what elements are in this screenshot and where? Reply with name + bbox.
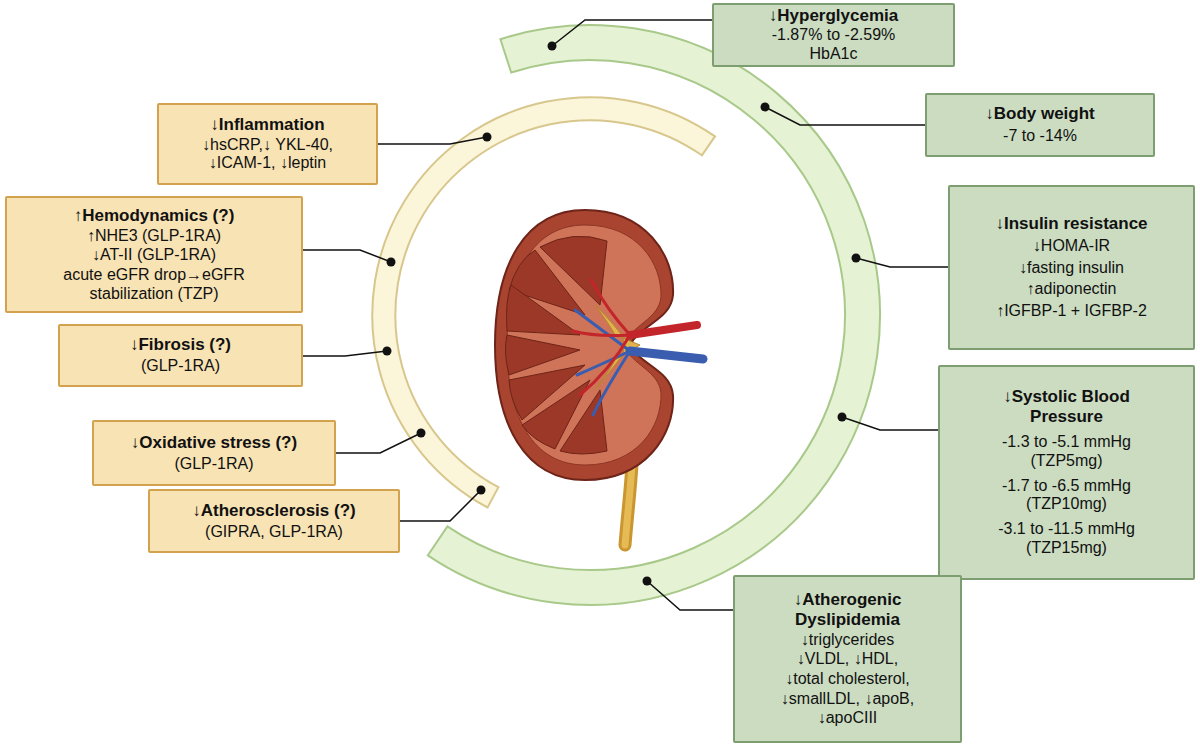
leader-line (303, 250, 391, 262)
box-text: ↓total cholesterol, (785, 670, 910, 689)
leader-dot (761, 103, 770, 112)
box-heading: ↑Hemodynamics (?) (74, 206, 235, 226)
leader-line (842, 417, 938, 430)
benefit-box: ↓Fibrosis (?) (GLP-1RA) (58, 324, 303, 387)
vein-trunk (630, 351, 703, 359)
artery-branch (591, 280, 630, 335)
leader-dot (387, 258, 396, 267)
kidney-illustration (495, 210, 703, 545)
benefit-box: ↓Body weight -7 to -14% (925, 93, 1155, 157)
leader-line (303, 351, 387, 356)
box-heading: ↓Atherogenic Dyslipidemia (763, 590, 933, 630)
leader-dots (383, 42, 861, 586)
box-text: ↓AT-II (GLP-1RA) (92, 246, 216, 265)
box-text: ↓apoCIII (818, 709, 878, 728)
box-text: ↑NHE3 (GLP-1RA) (87, 227, 221, 246)
box-heading: ↓Insulin resistance (995, 214, 1147, 234)
box-heading: ↓Body weight (985, 104, 1095, 124)
benefit-box: ↓Systolic Blood Pressure -1.3 to -5.1 mmH… (938, 365, 1195, 580)
box-text: ↑adiponectin (1027, 280, 1117, 299)
leader-dot (643, 577, 652, 586)
box-text: ↓VLDL, ↓HDL, (797, 650, 898, 669)
leader-dot (852, 254, 861, 263)
leader-dot (838, 413, 847, 422)
benefit-box: ↓Atherogenic Dyslipidemia↓triglycerides↓… (733, 575, 962, 743)
kidney-capsule (495, 210, 673, 480)
leader-dot (548, 42, 557, 51)
leader-line (765, 107, 925, 125)
box-text: -3.1 to -11.5 mmHg (TZP15mg) (982, 520, 1152, 557)
leader-dot (383, 347, 392, 356)
leader-dot (483, 133, 492, 142)
box-text: -1.3 to -5.1 mmHg (TZP5mg) (982, 433, 1152, 470)
box-heading: ↓Systolic Blood Pressure (982, 387, 1152, 427)
leader-line (400, 490, 481, 521)
box-text: ↓fasting insulin (1019, 259, 1124, 278)
benefit-box: ↓Hyperglycemia-1.87% to -2.59% HbA1c (712, 3, 955, 67)
benefit-box: ↓Oxidative stress (?) (GLP-1RA) (92, 420, 336, 486)
renal-artery (573, 280, 697, 395)
inner-arc-band (372, 97, 715, 507)
box-text: ↓triglycerides (801, 631, 894, 650)
box-text: ↓smallLDL, ↓apoB, (781, 690, 914, 709)
benefit-box: ↑Hemodynamics (?)↑NHE3 (GLP-1RA)↓AT-II (… (5, 196, 303, 313)
artery-branch (580, 335, 630, 395)
box-heading: ↓Oxidative stress (?) (131, 433, 297, 453)
box-text: -7 to -14% (1003, 127, 1077, 146)
box-text: ↑IGFBP-1 + IGFBP-2 (996, 302, 1147, 321)
box-heading: ↓Atherosclerosis (?) (192, 501, 355, 521)
box-text: (GLP-1RA) (141, 357, 220, 376)
medullary-pyramids (505, 236, 607, 454)
box-text: ↓HOMA-IR (1033, 237, 1110, 256)
leader-line (552, 20, 712, 46)
benefit-box: ↓Inflammation↓hsCRP,↓ YKL-40, ↓ICAM-1, ↓… (157, 103, 378, 185)
artery-trunk (630, 325, 697, 335)
box-text: -1.87% to -2.59% HbA1c (759, 26, 909, 63)
artery-branch (573, 331, 630, 336)
box-text: acute eGFR drop→eGFR stabilization (TZP) (49, 266, 259, 303)
box-heading: ↓Hyperglycemia (769, 6, 898, 26)
leader-dot (417, 429, 426, 438)
leader-line (336, 433, 421, 453)
box-heading: ↓Inflammation (210, 115, 324, 135)
leader-line (856, 258, 948, 267)
box-heading: ↓Fibrosis (?) (130, 335, 231, 355)
pyramid (507, 285, 581, 335)
renal-vein (575, 310, 703, 415)
box-text: -1.7 to -6.5 mmHg (TZP10mg) (982, 477, 1152, 514)
leader-dot (477, 486, 486, 495)
benefit-box: ↓Atherosclerosis (?) (GIPRA, GLP-1RA) (148, 489, 400, 553)
leader-line (647, 581, 733, 610)
leader-line (378, 137, 487, 144)
box-text: (GLP-1RA) (174, 455, 253, 474)
box-text: ↓hsCRP,↓ YKL-40, ↓ICAM-1, ↓leptin (183, 136, 353, 173)
benefit-box: ↓Insulin resistance ↓HOMA-IR ↓fasting insu… (948, 185, 1195, 350)
box-text: (GIPRA, GLP-1RA) (205, 523, 343, 542)
vein-branch (575, 310, 630, 351)
